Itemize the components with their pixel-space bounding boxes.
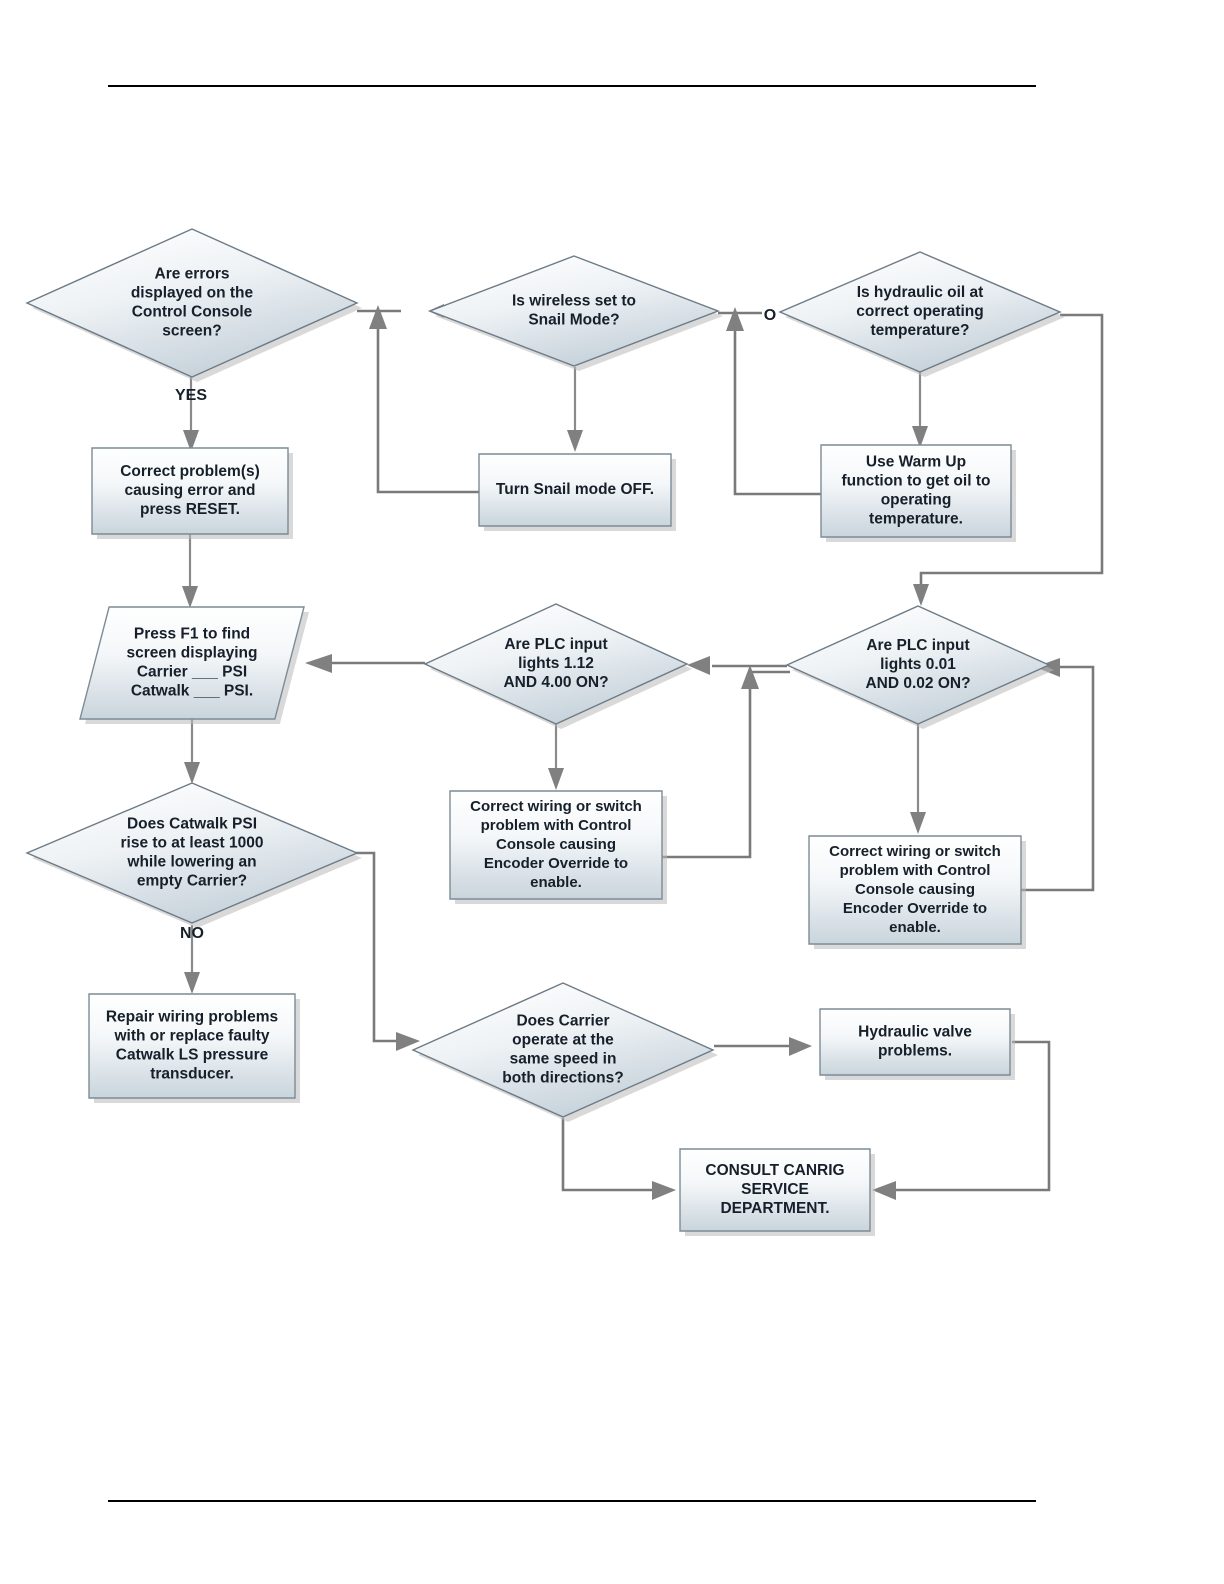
- edge-label-lbl-no-catwalk: NO: [180, 925, 204, 942]
- edge-into-plc112-right: [687, 656, 710, 675]
- footer-rule: [108, 1500, 1036, 1502]
- node-body: [423, 603, 689, 725]
- node-body: [820, 444, 1012, 538]
- edge-hydraulicvalve-to-consult: [872, 1040, 1051, 1200]
- edge-wireless-to-turnsnail: [567, 367, 583, 452]
- edge-correct-to-pressf1: [182, 534, 198, 608]
- edge-doescarrier-to-consult: [561, 1118, 676, 1200]
- node-body: [79, 606, 305, 720]
- edge-doescarrier-to-hydraulicvalve: [714, 1037, 812, 1056]
- flow-node-process-n7[interactable]: Turn Snail mode OFF.: [478, 453, 676, 531]
- edge-errors-to-correct: [183, 377, 199, 452]
- edge-snail-return-to-errors: [357, 305, 479, 494]
- edge-label-lbl-no-hydraulic: O: [764, 307, 776, 324]
- edge-hydraulic-to-plc001: [913, 313, 1104, 606]
- edge-hydraulic-to-warmup: [912, 372, 928, 448]
- node-body: [25, 228, 359, 378]
- node-body: [785, 605, 1051, 725]
- node-body: [679, 1148, 871, 1232]
- edge-label-lbl-yes: YES: [175, 387, 207, 404]
- node-body: [449, 790, 663, 900]
- node-body: [88, 993, 296, 1099]
- node-label: Turn Snail mode OFF.: [496, 481, 654, 498]
- edge-plc112-to-correctwiring112: [548, 724, 564, 790]
- node-body: [91, 447, 289, 535]
- edge-catwalkpsi-to-doescarrier: [355, 851, 420, 1051]
- edge-correctwiring001-to-plc001: [1021, 658, 1095, 892]
- node-body: [428, 255, 720, 367]
- edge-label-layer: YES NO O: [175, 307, 776, 942]
- edge-catwalkpsi-to-repair: [184, 925, 200, 994]
- node-body: [25, 782, 359, 924]
- node-body: [411, 982, 715, 1118]
- node-body: [478, 453, 672, 527]
- node-body: [778, 251, 1062, 373]
- edge-plc112-to-pressf1: [305, 654, 425, 673]
- edge-warmup-return-to-wireless: [718, 307, 821, 496]
- header-rule: [108, 85, 1036, 87]
- edge-pressf1-to-catwalkpsi: [184, 719, 200, 784]
- edge-correctwiring112-to-plc112: [662, 665, 790, 859]
- node-body: [819, 1008, 1011, 1076]
- node-body: [808, 835, 1022, 945]
- edge-plc001-to-correctwiring001: [910, 724, 926, 834]
